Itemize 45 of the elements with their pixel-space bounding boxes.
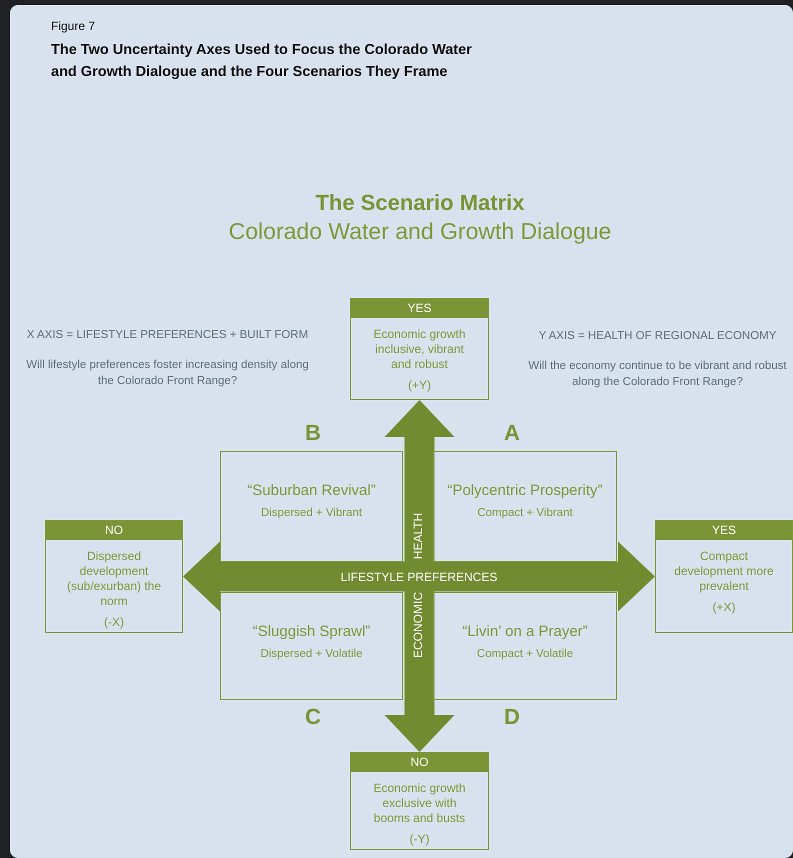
scenario-name: “Livin’ on a Prayer” [461, 622, 589, 642]
box-text: Economic growth exclusive with booms and busts [372, 780, 467, 826]
axis-sign: (+X) [711, 599, 736, 615]
axis-end-box [655, 520, 793, 633]
figure-number: Figure 7 [51, 18, 96, 34]
box-header: NO [46, 521, 182, 540]
box-header: NO [351, 753, 488, 772]
box-header: YES [656, 521, 792, 540]
quadrant-letter: D [503, 704, 521, 730]
scenario-name: “Polycentric Prosperity” [446, 481, 604, 501]
axis-sign: (-Y) [408, 831, 430, 847]
scenario-description: Compact + Vibrant [476, 506, 574, 520]
box-text: Dispersed development (sub/exurban) the norm [66, 548, 162, 609]
scenario-description: Compact + Volatile [476, 646, 574, 662]
scenario-description: Dispersed + Volatile [260, 646, 364, 662]
box-header: YES [351, 299, 488, 318]
edge-label: LIFESTYLE PREFERENCES [340, 570, 498, 584]
axis-question: Will lifestyle preferences foster increasing density along the Colorado Front Range? [25, 358, 310, 389]
axis-end-box [350, 298, 489, 400]
axis-sign: (-X) [103, 614, 125, 630]
quadrant-letter: B [304, 420, 322, 446]
figure-title: The Two Uncertainty Axes Used to Focus the Colorado Water and Growth Dialogue and the Four Scenarios They Frame [51, 41, 473, 82]
scenario-box [220, 592, 403, 700]
axis-definition: X AXIS = LIFESTYLE PREFERENCES + BUILT FORM [26, 328, 310, 343]
box-text: Economic growth inclusive, vibrant and robust [372, 326, 467, 372]
scenario-name: “Suburban Revival” [246, 481, 377, 501]
axis-sign: (+Y) [406, 377, 432, 393]
quadrant-letter: A [503, 420, 521, 446]
quadrant-letter: C [304, 704, 322, 730]
double-arrow [183, 542, 655, 612]
axis-question: Will the economy continue to be vibrant and robust along the Colorado Front Range? [527, 359, 788, 390]
axis-definition: Y AXIS = HEALTH OF REGIONAL ECONOMY [538, 329, 778, 344]
axis-label: HEALTH [411, 512, 425, 560]
scenario-box [433, 592, 617, 700]
axis-end-box [45, 520, 183, 633]
scenario-box [433, 451, 617, 562]
axis-end-box [350, 752, 489, 850]
scenario-box [220, 451, 403, 562]
double-arrow [384, 400, 454, 752]
scenario-description: Dispersed + Vibrant [260, 506, 364, 520]
scenario-name: “Sluggish Sprawl” [252, 622, 372, 642]
matrix-subtitle: Colorado Water and Growth Dialogue [228, 217, 612, 246]
matrix-title: The Scenario Matrix [314, 189, 526, 217]
box-text: Compact development more prevalent [673, 548, 775, 594]
axis-label: ECONOMIC [411, 592, 425, 658]
